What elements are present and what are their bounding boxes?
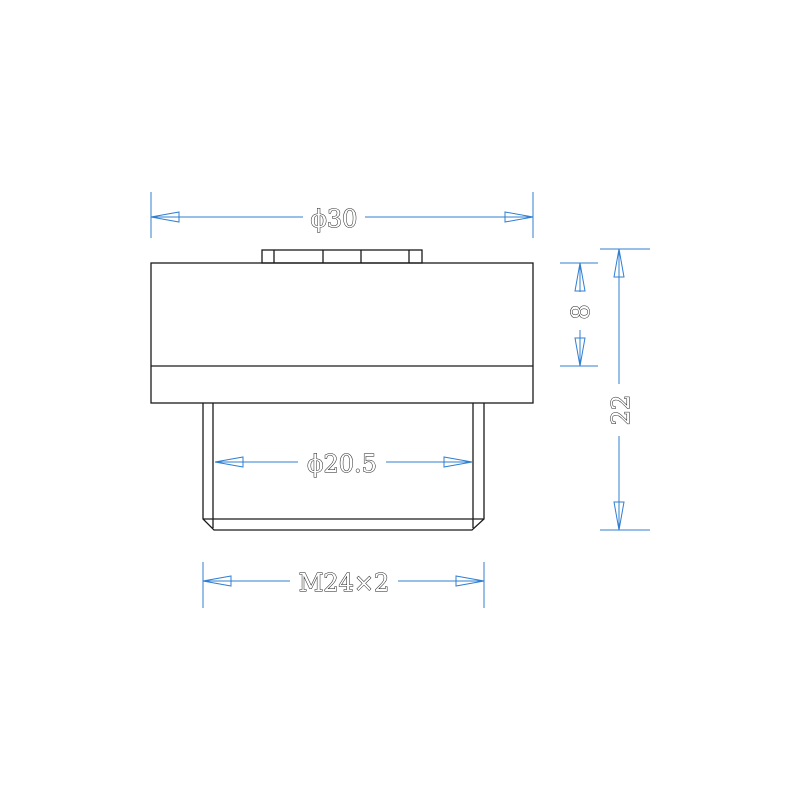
inner-diameter-label: ϕ20.5 (307, 450, 377, 478)
arrow-left (214, 456, 244, 468)
total-height-label: 22 (607, 395, 635, 426)
arrow-up (613, 248, 625, 278)
dimension-thread: M24×2 (202, 562, 485, 608)
arrow-up (574, 262, 586, 292)
dimension-inner-diameter: ϕ20.5 (214, 450, 473, 479)
dimension-outer-diameter: ϕ30 (150, 192, 534, 238)
main-body (150, 262, 534, 404)
thread-label: M24×2 (299, 569, 390, 597)
arrow-right (504, 211, 534, 223)
top-cap (261, 249, 423, 264)
arrow-left (202, 575, 232, 587)
outer-diameter-label: ϕ30 (311, 205, 358, 233)
thread-stem (202, 403, 485, 531)
arrow-right (455, 575, 485, 587)
arrow-down (613, 501, 625, 531)
top-height-label: 8 (567, 304, 595, 319)
arrow-down (574, 337, 586, 367)
dimension-top-height: 8 (560, 262, 598, 367)
arrow-right (443, 456, 473, 468)
dimension-total-height: 22 (600, 248, 650, 531)
part-outline (150, 249, 534, 531)
arrow-left (150, 211, 180, 223)
